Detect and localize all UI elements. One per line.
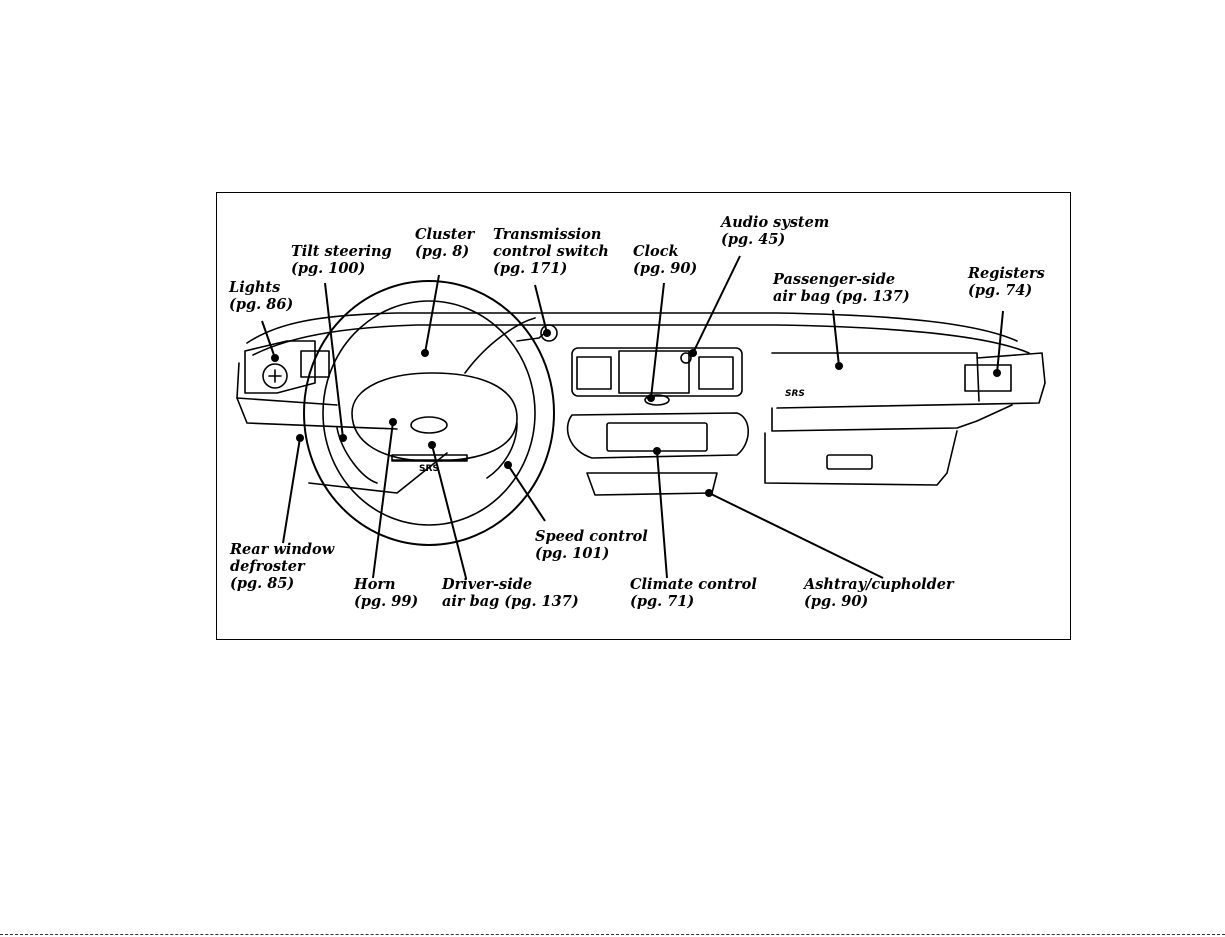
- label-audio-title: Audio system: [721, 214, 830, 231]
- label-tilt-title: Tilt steering: [291, 243, 392, 260]
- label-transmission-title2: control switch: [493, 243, 609, 260]
- label-registers-page: (pg. 74): [968, 282, 1033, 299]
- label-cluster-title: Cluster: [415, 226, 475, 243]
- leader-lines: [261, 255, 1004, 579]
- glovebox-latch: [826, 454, 873, 470]
- label-climate: Climate control (pg. 71): [630, 576, 757, 610]
- label-passenger-airbag-page: air bag (pg. 137): [773, 288, 910, 305]
- label-ashtray: Ashtray/cupholder (pg. 90): [804, 576, 954, 610]
- label-ashtray-page: (pg. 90): [804, 593, 869, 610]
- label-climate-page: (pg. 71): [630, 593, 695, 610]
- label-driver-airbag-page: air bag (pg. 137): [442, 593, 579, 610]
- left-pod: [244, 340, 316, 394]
- label-transmission-page: (pg. 171): [493, 260, 568, 277]
- label-cluster: Cluster (pg. 8): [415, 226, 474, 260]
- leader-clock: [650, 282, 665, 399]
- radio-unit: [618, 350, 690, 394]
- label-passenger-airbag-title: Passenger-side: [773, 271, 896, 288]
- leader-ashtray: [708, 492, 884, 579]
- dashboard-illustration: SRS SRS: [236, 255, 1046, 579]
- leader-registers: [996, 310, 1004, 374]
- label-audio-page: (pg. 45): [721, 231, 786, 248]
- srs-wheel-text: SRS: [419, 464, 439, 474]
- label-clock-title: Clock: [633, 243, 679, 260]
- leader-transmission: [534, 284, 548, 334]
- srs-dash-text: SRS: [785, 389, 805, 399]
- label-defroster-title2: defroster: [230, 558, 305, 575]
- label-transmission: Transmission control switch (pg. 171): [493, 226, 609, 277]
- right-register: [964, 364, 1012, 392]
- climate-panel: [606, 422, 708, 452]
- label-clock: Clock (pg. 90): [633, 243, 697, 277]
- clock-display: [644, 394, 670, 406]
- leader-speed: [507, 464, 546, 522]
- label-defroster-page: (pg. 85): [230, 575, 295, 592]
- steering-wheel-rim-inner: [322, 300, 536, 526]
- label-transmission-title: Transmission: [493, 226, 602, 243]
- label-driver-airbag: Driver-side air bag (pg. 137): [442, 576, 579, 610]
- dash-top-inner: [252, 324, 1030, 356]
- label-horn-title: Horn: [354, 576, 396, 593]
- callout-dots: [271, 329, 1001, 497]
- label-rear-defroster: Rear window defroster (pg. 85): [230, 541, 334, 592]
- dash-top-edge: [246, 312, 1018, 344]
- leader-lights: [261, 320, 276, 359]
- center-left-vent: [576, 356, 612, 390]
- label-horn: Horn (pg. 99): [354, 576, 418, 610]
- horn-emblem: [410, 416, 448, 434]
- label-tilt-page: (pg. 100): [291, 260, 366, 277]
- glovebox: [764, 430, 958, 486]
- label-registers-title: Registers: [968, 265, 1045, 282]
- volume-knob: [680, 352, 692, 364]
- leader-audio: [692, 255, 741, 354]
- leader-climate: [656, 450, 668, 579]
- label-clock-page: (pg. 90): [633, 260, 698, 277]
- label-speed-control: Speed control (pg. 101): [535, 528, 648, 562]
- label-driver-airbag-title: Driver-side: [442, 576, 533, 593]
- transmission-knob: [540, 324, 558, 342]
- headlamp-knob: [262, 363, 288, 389]
- steering-wheel-rim-outer: [303, 280, 555, 546]
- label-cluster-page: (pg. 8): [415, 243, 470, 260]
- leader-driver-airbag: [431, 444, 467, 579]
- ashtray-door: [586, 472, 718, 496]
- label-ashtray-title: Ashtray/cupholder: [804, 576, 954, 593]
- leader-passenger-airbag: [832, 309, 840, 367]
- label-lights: Lights (pg. 86): [229, 279, 293, 313]
- label-audio: Audio system (pg. 45): [721, 214, 829, 248]
- label-registers: Registers (pg. 74): [968, 265, 1045, 299]
- page-bottom-rule: [0, 934, 1225, 935]
- center-right-vent: [698, 356, 734, 390]
- leader-horn: [372, 421, 394, 579]
- dashboard-figure: SRS SRS Lights (pg. 86) Tilt steering (p…: [216, 192, 1071, 640]
- leader-defroster: [282, 437, 301, 544]
- label-climate-title: Climate control: [630, 576, 757, 593]
- climate-bezel: [566, 412, 750, 459]
- label-speed-title: Speed control: [535, 528, 648, 545]
- label-tilt-steering: Tilt steering (pg. 100): [291, 243, 392, 277]
- label-lights-page: (pg. 86): [229, 296, 294, 313]
- left-vent: [300, 350, 330, 378]
- label-defroster-title: Rear window: [230, 541, 335, 558]
- leader-tilt: [324, 282, 344, 439]
- dash-right-front: [776, 352, 1046, 409]
- label-passenger-airbag: Passenger-side air bag (pg. 137): [773, 271, 910, 305]
- label-lights-title: Lights: [229, 279, 281, 296]
- label-horn-page: (pg. 99): [354, 593, 419, 610]
- label-speed-page: (pg. 101): [535, 545, 610, 562]
- leader-cluster: [424, 274, 440, 354]
